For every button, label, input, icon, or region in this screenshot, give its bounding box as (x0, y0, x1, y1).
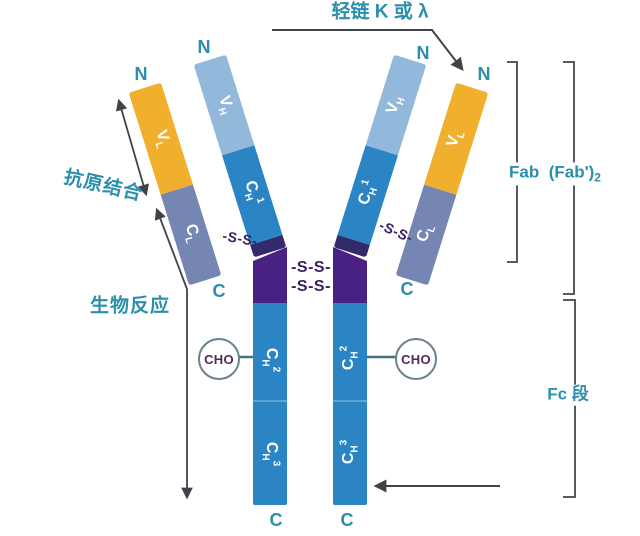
disulfide-hinge-1: -S-S- (291, 259, 331, 277)
ch2-ch3-divider (333, 400, 367, 402)
fab-bracket (507, 61, 518, 263)
light-chain-title: 轻链 K 或 λ (331, 1, 429, 23)
c-terminus-left-heavy: C (269, 510, 283, 531)
cho-left-circle: CHO (198, 338, 240, 380)
bio-response-range-arrow (154, 207, 193, 500)
fab-region-label: Fab (Fab')2 (505, 162, 605, 186)
domain-label-ch2: CH2 (259, 347, 282, 373)
bio-response-label: 生物反应 (89, 295, 171, 317)
disulfide-hinge-2: -S-S- (291, 278, 331, 296)
c-terminus-right-heavy: C (340, 510, 354, 531)
antigen-binding-range-arrow (115, 98, 150, 197)
fc-region-label: Fc 段 (543, 384, 593, 406)
light-chain-pointer-arrow (272, 29, 464, 72)
domain-label-ch3: CH3 (259, 441, 282, 467)
cho-right-circle: CHO (395, 338, 437, 380)
right-heavy-chain-lower: CH2 CH3 (333, 302, 367, 505)
cho-label: CHO (401, 351, 431, 367)
c-terminus-right-light: C (400, 279, 414, 300)
n-terminus-right-light: N (477, 64, 491, 85)
n-terminus-left-light: N (134, 64, 148, 85)
ch2-ch3-divider (253, 400, 287, 402)
left-heavy-chain-lower: CH2 CH3 (253, 302, 287, 505)
domain-label-ch3: CH3 (338, 439, 361, 465)
domain-label-ch2: CH2 (338, 345, 361, 371)
cho-label: CHO (204, 351, 234, 367)
n-terminus-left-heavy: N (197, 37, 211, 58)
n-terminus-right-heavy: N (416, 43, 430, 64)
c-terminus-left-light: C (212, 281, 226, 302)
